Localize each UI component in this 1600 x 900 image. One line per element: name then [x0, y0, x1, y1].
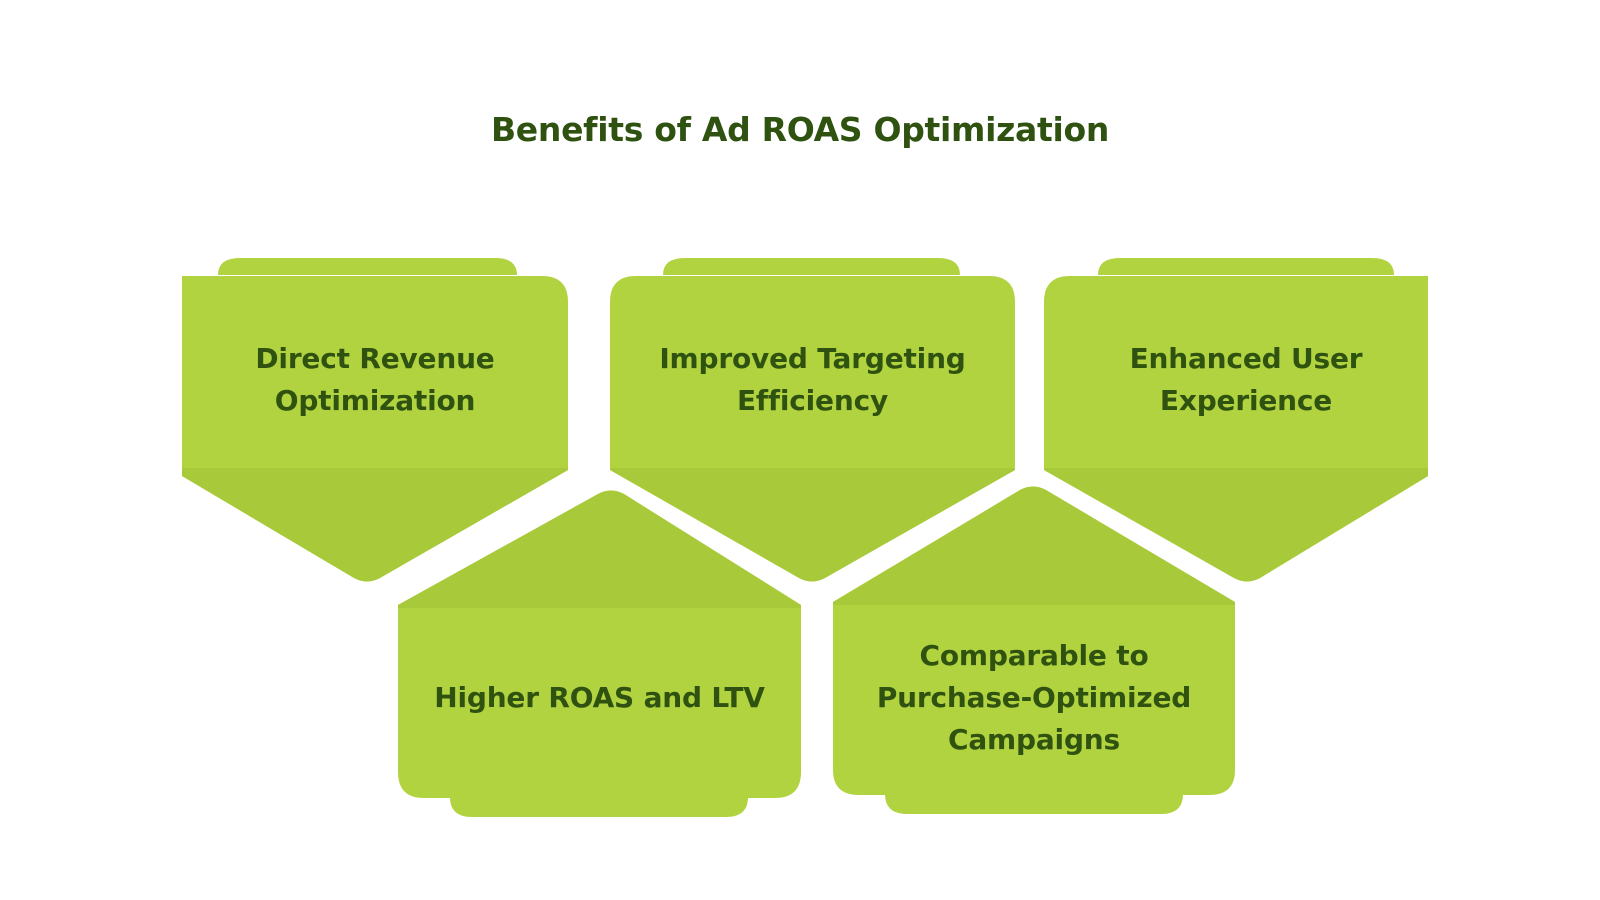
card-label-line: Enhanced User: [1129, 342, 1363, 375]
card-shade: [182, 468, 568, 582]
card-label-line: Campaigns: [948, 723, 1120, 756]
card-label-line: Direct Revenue: [255, 342, 495, 375]
card-comparable-to-purchase-optimized-campaigns: [833, 486, 1235, 814]
card-enhanced-user-experience: [1044, 258, 1428, 582]
card-label-line: Efficiency: [736, 384, 889, 417]
card-label-line: Experience: [1159, 384, 1333, 417]
card-higher-roas-and-ltv: [398, 490, 801, 817]
card-label-line: Higher ROAS and LTV: [434, 681, 765, 714]
card-label-improved-targeting-efficiency: Improved Targeting Efficiency: [610, 330, 1015, 430]
card-improved-targeting-efficiency: [610, 258, 1015, 582]
card-shade: [610, 468, 1015, 582]
card-shade: [1044, 468, 1428, 582]
card-label-line: Optimization: [274, 384, 476, 417]
card-tab: [218, 258, 517, 275]
card-label-line: Improved Targeting: [659, 342, 966, 375]
card-shade: [833, 486, 1235, 605]
card-tab: [450, 797, 748, 817]
card-tab: [885, 794, 1183, 814]
card-shade: [398, 490, 801, 608]
card-label-higher-roas-and-ltv: Higher ROAS and LTV: [398, 670, 801, 726]
card-label-line: Purchase-Optimized: [876, 681, 1192, 714]
diagram-title: Benefits of Ad ROAS Optimization: [490, 110, 1110, 149]
card-label-direct-revenue-optimization: Direct Revenue Optimization: [182, 330, 568, 430]
card-tab: [663, 258, 960, 275]
card-tab: [1098, 258, 1394, 275]
card-label-comparable-to-purchase-optimized-campaigns: Comparable to Purchase-Optimized Campaig…: [833, 632, 1235, 764]
card-label-enhanced-user-experience: Enhanced User Experience: [1044, 330, 1448, 430]
card-label-line: Comparable to: [919, 639, 1149, 672]
card-direct-revenue-optimization: [182, 258, 568, 582]
